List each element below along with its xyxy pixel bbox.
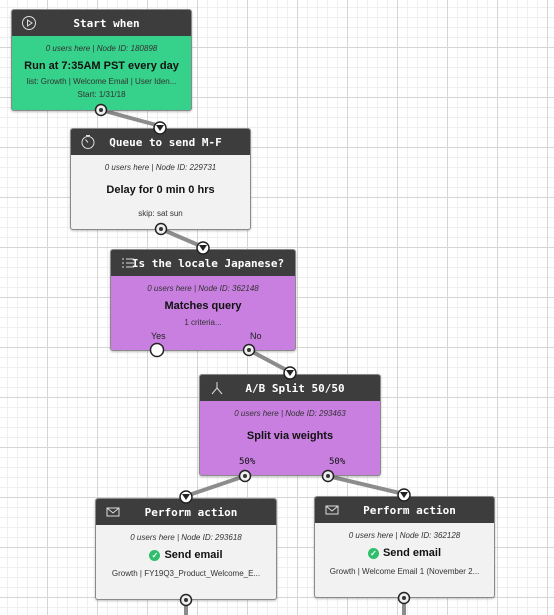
queue-node[interactable]: Queue to send M-F 0 users here | Node ID…	[70, 128, 251, 230]
port-split-in[interactable]	[283, 366, 297, 380]
start-node-schedule: Run at 7:35AM PST every day	[24, 60, 179, 72]
check-circle-icon: ✓	[367, 547, 379, 559]
port-start-out[interactable]	[94, 103, 108, 117]
split-icon	[206, 377, 228, 399]
perform-action-node-2[interactable]: Perform action 0 users here | Node ID: 3…	[314, 496, 495, 598]
action2-node-title: Perform action	[363, 503, 456, 517]
action1-send-email-label: Send email	[164, 549, 223, 561]
envelope-icon	[102, 501, 124, 523]
no-label: No	[250, 331, 262, 341]
locale-node-title: Is the locale Japanese?	[131, 256, 285, 270]
queue-node-title: Queue to send M-F	[109, 135, 222, 149]
start-node-info: 0 users here | Node ID: 180898	[45, 44, 158, 53]
start-when-node[interactable]: Start when 0 users here | Node ID: 18089…	[11, 9, 192, 111]
ab-split-node[interactable]: A/B Split 50/50 0 users here | Node ID: …	[199, 374, 381, 476]
port-queue-in[interactable]	[153, 121, 167, 135]
locale-node-info: 0 users here | Node ID: 362148	[147, 284, 259, 293]
queue-node-delay: Delay for 0 min 0 hrs	[106, 184, 215, 196]
action1-node-header[interactable]: Perform action	[96, 499, 276, 525]
queue-node-info: 0 users here | Node ID: 229731	[104, 163, 217, 172]
locale-node-match: Matches query	[164, 300, 242, 312]
action1-node-info: 0 users here | Node ID: 293618	[130, 533, 242, 542]
split-node-title: A/B Split 50/50	[245, 381, 345, 395]
connector-no-split	[247, 348, 292, 374]
queue-node-header[interactable]: Queue to send M-F	[71, 129, 250, 155]
timer-icon	[77, 131, 99, 153]
perform-action-node-1[interactable]: Perform action 0 users here | Node ID: 2…	[95, 498, 277, 600]
action1-send-email: ✓Send email	[96, 549, 276, 561]
check-circle-icon: ✓	[149, 549, 161, 561]
port-no-out[interactable]	[242, 343, 256, 357]
port-queue-out[interactable]	[154, 222, 168, 236]
play-icon	[18, 12, 40, 34]
port-action2-in[interactable]	[397, 488, 411, 502]
connector-split-action1	[184, 474, 247, 498]
port-action1-out[interactable]	[179, 593, 193, 607]
list-icon	[117, 252, 139, 274]
split-right-percent: 50%	[329, 457, 346, 467]
split-node-weights: Split via weights	[246, 430, 334, 442]
port-action2-out[interactable]	[397, 591, 411, 605]
start-node-header[interactable]: Start when	[12, 10, 191, 36]
port-yes-out[interactable]	[149, 342, 165, 358]
port-locale-in[interactable]	[196, 241, 210, 255]
split-left-percent: 50%	[239, 457, 256, 467]
action2-node-info: 0 users here | Node ID: 362128	[348, 531, 461, 540]
port-split-right-out[interactable]	[321, 469, 335, 483]
port-split-left-out[interactable]	[238, 469, 252, 483]
start-node-title: Start when	[73, 16, 140, 30]
action2-send-email: ✓Send email	[315, 547, 494, 559]
connector-start-queue	[99, 108, 162, 128]
envelope-icon	[321, 499, 343, 521]
action1-node-title: Perform action	[144, 505, 238, 519]
action2-send-email-label: Send email	[382, 547, 442, 559]
yes-label: Yes	[151, 331, 166, 341]
connector-split-action2	[326, 474, 406, 496]
connector-queue-locale	[159, 227, 205, 249]
port-action1-in[interactable]	[179, 490, 193, 504]
split-node-info: 0 users here | Node ID: 293463	[234, 409, 346, 418]
